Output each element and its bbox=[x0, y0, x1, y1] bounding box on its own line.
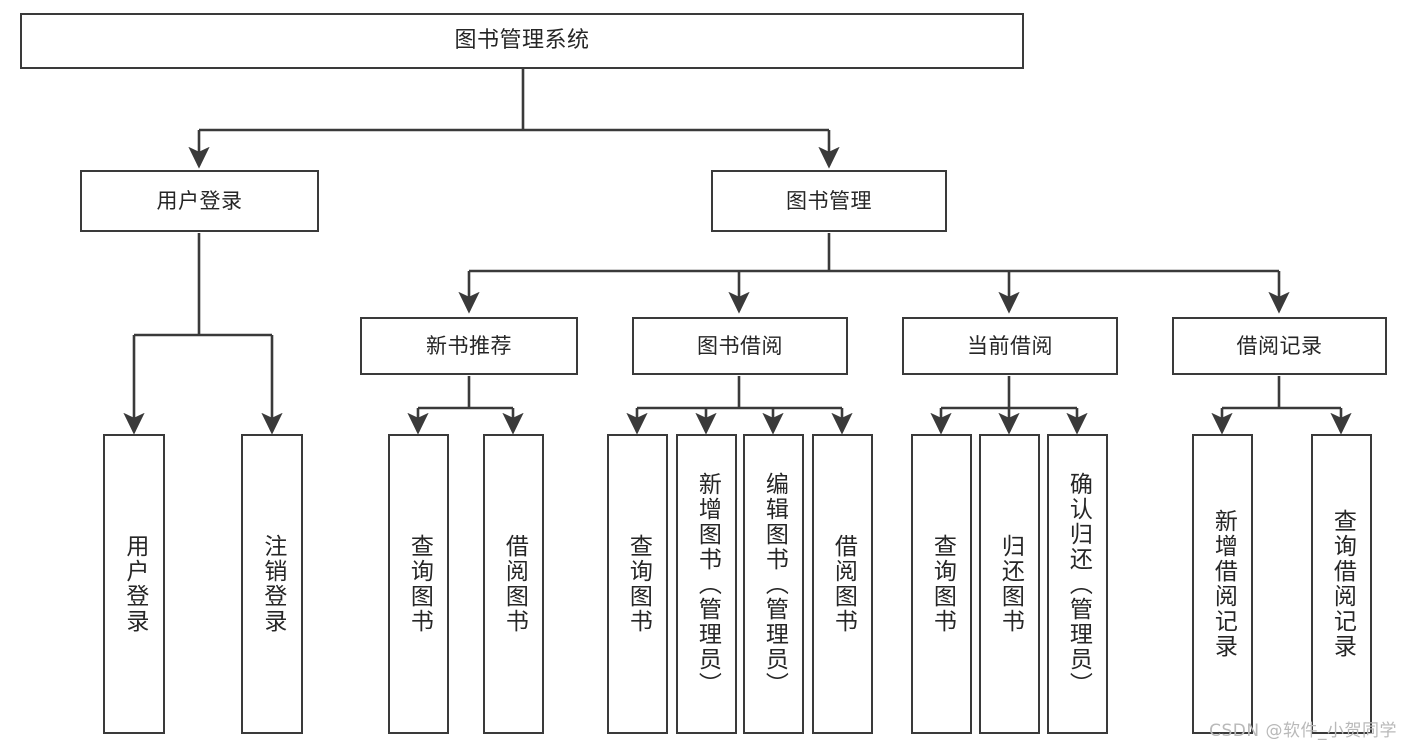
node-leaf-query-book-1[interactable]: 查询图书 bbox=[388, 434, 449, 734]
node-leaf-query-book-2-label: 查询图书 bbox=[625, 534, 652, 634]
node-book-borrow-label: 图书借阅 bbox=[697, 333, 783, 358]
node-leaf-borrow-book-2[interactable]: 借阅图书 bbox=[812, 434, 873, 734]
node-leaf-query-record-label: 查询借阅记录 bbox=[1329, 509, 1356, 659]
node-borrow-record-label: 借阅记录 bbox=[1236, 333, 1323, 358]
node-leaf-add-book-label: 新增图书（管理员） bbox=[694, 471, 721, 697]
node-leaf-query-book-2[interactable]: 查询图书 bbox=[607, 434, 668, 734]
node-leaf-add-record-label: 新增借阅记录 bbox=[1210, 509, 1237, 659]
node-leaf-user-logout-label: 注销登录 bbox=[259, 534, 286, 634]
node-leaf-confirm-return[interactable]: 确认归还（管理员） bbox=[1047, 434, 1108, 734]
node-borrow-record[interactable]: 借阅记录 bbox=[1172, 317, 1387, 375]
node-leaf-add-book[interactable]: 新增图书（管理员） bbox=[676, 434, 737, 734]
node-leaf-query-record[interactable]: 查询借阅记录 bbox=[1311, 434, 1372, 734]
node-new-book-recommend-label: 新书推荐 bbox=[426, 333, 512, 358]
node-leaf-query-book-3-label: 查询图书 bbox=[929, 534, 956, 634]
node-leaf-confirm-return-label: 确认归还（管理员） bbox=[1065, 471, 1092, 697]
node-root[interactable]: 图书管理系统 bbox=[20, 13, 1024, 69]
node-book-borrow[interactable]: 图书借阅 bbox=[632, 317, 848, 375]
node-current-borrow[interactable]: 当前借阅 bbox=[902, 317, 1118, 375]
node-leaf-borrow-book-1-label: 借阅图书 bbox=[501, 534, 528, 634]
node-leaf-return-book-label: 归还图书 bbox=[997, 534, 1024, 634]
node-leaf-user-logout[interactable]: 注销登录 bbox=[241, 434, 303, 734]
node-current-borrow-label: 当前借阅 bbox=[967, 333, 1053, 358]
node-leaf-query-book-3[interactable]: 查询图书 bbox=[911, 434, 972, 734]
node-user-login[interactable]: 用户登录 bbox=[80, 170, 319, 232]
node-leaf-add-record[interactable]: 新增借阅记录 bbox=[1192, 434, 1253, 734]
node-book-manage[interactable]: 图书管理 bbox=[711, 170, 947, 232]
node-leaf-edit-book-label: 编辑图书（管理员） bbox=[761, 471, 788, 697]
node-leaf-user-login[interactable]: 用户登录 bbox=[103, 434, 165, 734]
node-leaf-query-book-1-label: 查询图书 bbox=[406, 534, 433, 634]
watermark-text: CSDN @软件_小贺同学 bbox=[1209, 721, 1397, 741]
node-leaf-user-login-label: 用户登录 bbox=[121, 534, 148, 634]
node-root-label: 图书管理系统 bbox=[454, 28, 590, 54]
node-leaf-borrow-book-1[interactable]: 借阅图书 bbox=[483, 434, 544, 734]
node-leaf-edit-book[interactable]: 编辑图书（管理员） bbox=[743, 434, 804, 734]
node-new-book-recommend[interactable]: 新书推荐 bbox=[360, 317, 578, 375]
node-user-login-label: 用户登录 bbox=[156, 188, 243, 213]
node-leaf-return-book[interactable]: 归还图书 bbox=[979, 434, 1040, 734]
node-book-manage-label: 图书管理 bbox=[786, 188, 872, 213]
node-leaf-borrow-book-2-label: 借阅图书 bbox=[830, 534, 857, 634]
